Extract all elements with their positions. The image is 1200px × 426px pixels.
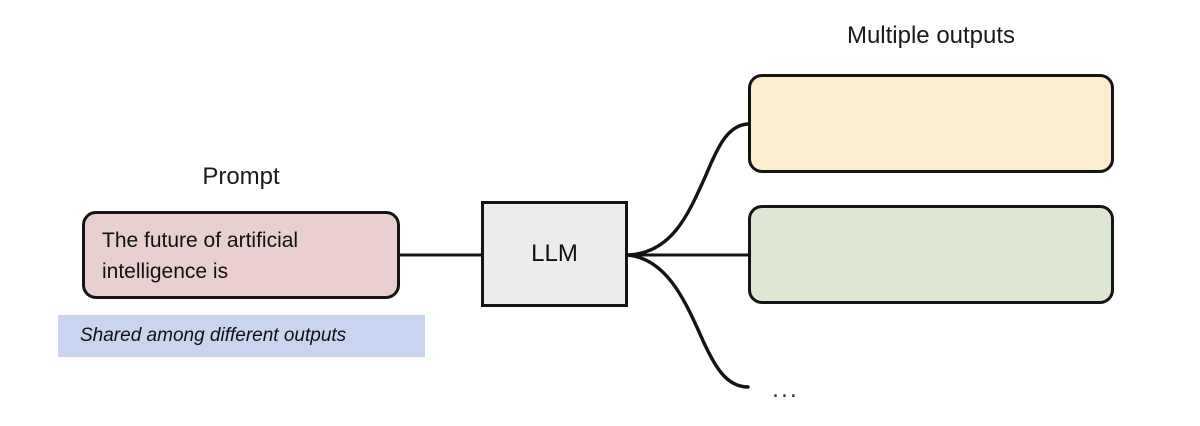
output-box-1[interactable] xyxy=(748,74,1114,173)
llm-label: LLM xyxy=(531,240,578,267)
connector-llm-to-ellipsis xyxy=(626,253,750,389)
prompt-caption: Prompt xyxy=(202,163,280,190)
more-outputs-ellipsis: ... xyxy=(772,375,799,403)
shared-note-highlight: Shared among different outputs xyxy=(58,315,425,357)
prompt-text: The future of artificial intelligence is xyxy=(102,229,299,283)
connector-llm-to-output-1 xyxy=(626,122,750,257)
multiple-outputs-caption: Multiple outputs xyxy=(846,22,1016,49)
output-box-2[interactable] xyxy=(748,205,1114,304)
shared-note-text: Shared among different outputs xyxy=(80,325,347,346)
llm-box[interactable]: LLM xyxy=(481,201,628,307)
prompt-box[interactable]: The future of artificial intelligence is xyxy=(82,211,400,299)
